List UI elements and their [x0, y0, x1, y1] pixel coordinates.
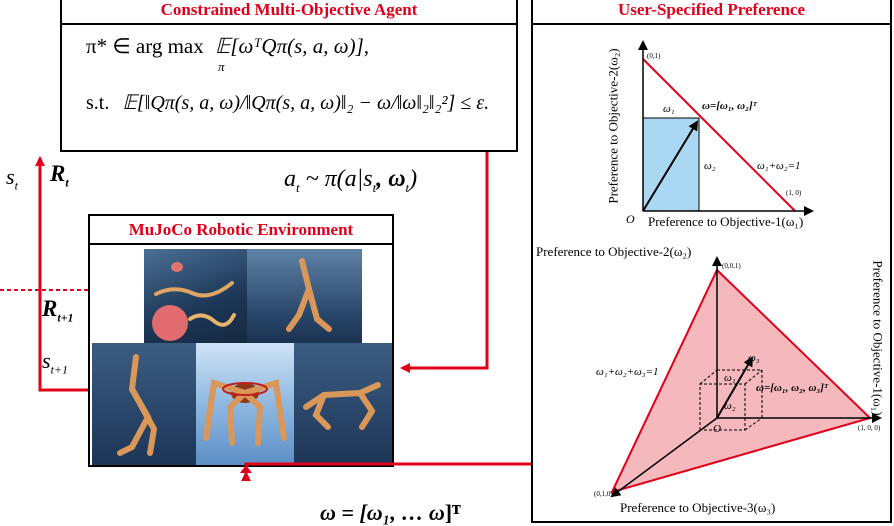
pref-2d-w1: ω₁	[663, 103, 675, 115]
environment-title: MuJoCo Robotic Environment	[128, 220, 354, 239]
pref-3d-tick-010: (0,1,0)	[594, 490, 613, 498]
constraint-equation: s.t. 𝔼[‖Qπ(s, a, ω)/‖Qπ(s, a, ω)‖₂ − ω/‖…	[86, 90, 489, 115]
reward-t-symbol: R	[50, 161, 66, 186]
pref-2d-y-label: Preference to Objective-2(ω₂)	[605, 48, 621, 204]
pref-2d-vector	[642, 120, 699, 212]
pref-3d-tick-001: (0,0,1)	[722, 262, 741, 270]
action-arrow	[400, 152, 489, 373]
pref-3d-w2: ω₂	[724, 400, 736, 412]
action-policy: ~ π(a|s	[305, 166, 373, 192]
state-t-symbol: s	[6, 164, 15, 189]
action-policy-tail: , ω	[376, 166, 406, 192]
pref-3d-cube	[699, 369, 763, 431]
pref-3d-simplex	[610, 268, 872, 494]
pref-3d-plot	[610, 256, 882, 498]
reward-t1-sub: t+1	[57, 310, 74, 325]
pref-2d-tick-10: (1, 0)	[786, 189, 802, 197]
pref-3d-plane-label: ω₁+ω₂+ω₃=1	[596, 366, 659, 378]
state-t1-sub: t+1	[50, 362, 68, 377]
ant-image	[196, 343, 294, 465]
state-t1-label: st+1	[42, 348, 68, 377]
action-label: at ~ π(a|st, ωt)	[284, 166, 417, 196]
agent-box: Constrained Multi-Objective Agent π* ∈ a…	[60, 0, 518, 152]
pref-2d-origin: O	[626, 212, 635, 226]
action-close-paren: )	[409, 166, 418, 192]
swimmer-image	[144, 249, 247, 343]
preference-title: User-Specified Preference	[617, 0, 806, 19]
pref-2d-w2: ω₂	[704, 160, 716, 172]
pref-2d-tick-01: (0,1)	[647, 52, 661, 60]
objective-argmax-sub: π	[218, 59, 225, 74]
pref-3d-tick-100: (1, 0, 0)	[858, 424, 881, 432]
action-policy-tail-sub: t	[405, 179, 410, 195]
pref-3d-origin: O	[713, 423, 721, 435]
walker-drawing	[117, 354, 158, 456]
pref-2d-plot	[638, 40, 814, 216]
pref-3d-w3: ω₃	[748, 352, 760, 364]
pref-3d-w1: ω₁	[724, 372, 736, 384]
environment-title-divider	[90, 243, 392, 245]
objective-expression: 𝔼[ωᵀQπ(s, a, ω)],	[215, 34, 370, 58]
hopper-image	[247, 249, 362, 343]
constraint-prefix: s.t.	[86, 92, 110, 114]
walker-image	[92, 343, 196, 465]
pref-2d-x-label: Preference to Objective-1(ω₁)	[648, 214, 804, 229]
preference-arrow-head	[240, 465, 252, 473]
feedback-loop-arrow	[35, 156, 88, 392]
reward-t1-symbol: R	[42, 296, 58, 321]
objective-argmax: π* ∈ arg max	[86, 34, 204, 58]
pref-2d-constraint-line	[642, 58, 796, 212]
environment-box: MuJoCo Robotic Environment	[88, 214, 394, 467]
bottom-vector-tail: ]ᵀ	[444, 500, 461, 525]
action-policy-sub: t	[372, 179, 377, 195]
pref-3d-vector-label: ω=[ω₁, ω₂, ω₃]ᵀ	[756, 382, 828, 394]
state-t-label: st	[6, 164, 18, 193]
reward-t1-label: Rt+1	[42, 296, 74, 326]
ant-drawing	[203, 379, 287, 446]
bottom-preference-vector: ω = [ω₁, … ω]ᵀ	[320, 500, 461, 526]
halfcheetah-image	[294, 343, 392, 465]
state-t1-symbol: s	[42, 348, 51, 373]
objective-equation: π* ∈ arg max π 𝔼[ωᵀQπ(s, a, ω)],	[86, 34, 370, 74]
pref-3d-right-label: Preference to Objective-1(ω₁)	[870, 260, 886, 416]
action-symbol: a	[284, 166, 296, 192]
pref-3d-axis-3	[610, 417, 718, 498]
halfcheetah-drawing	[303, 382, 381, 430]
agent-title-divider	[62, 23, 516, 25]
agent-title: Constrained Multi-Objective Agent	[160, 0, 418, 19]
pref-2d-vector-label: ω=[ω₁, ω₂]ᵀ	[702, 100, 757, 112]
swimmer-drawing	[152, 262, 236, 341]
pref-2d-constraint-label: ω₁+ω₂=1	[757, 160, 801, 172]
state-t-sub: t	[14, 178, 18, 193]
preference-arrow	[241, 462, 531, 481]
pref-3d-bottom-label: Preference to Objective-3(ω₃)	[620, 500, 776, 515]
constraint-expression: 𝔼[‖Qπ(s, a, ω)/‖Qπ(s, a, ω)‖₂ − ω/‖ω‖₂‖₂…	[122, 92, 490, 114]
reward-t-sub: t	[65, 175, 69, 190]
preference-title-divider	[533, 23, 890, 25]
pref-3d-vector	[716, 356, 754, 419]
pref-3d-top-label: Preference to Objective-2(ω₂)	[536, 244, 692, 259]
reward-t-label: Rt	[50, 161, 69, 191]
hopper-drawing	[286, 258, 332, 332]
bottom-vector-text: ω = [ω₁, … ω	[320, 500, 445, 525]
action-sub: t	[296, 179, 300, 195]
